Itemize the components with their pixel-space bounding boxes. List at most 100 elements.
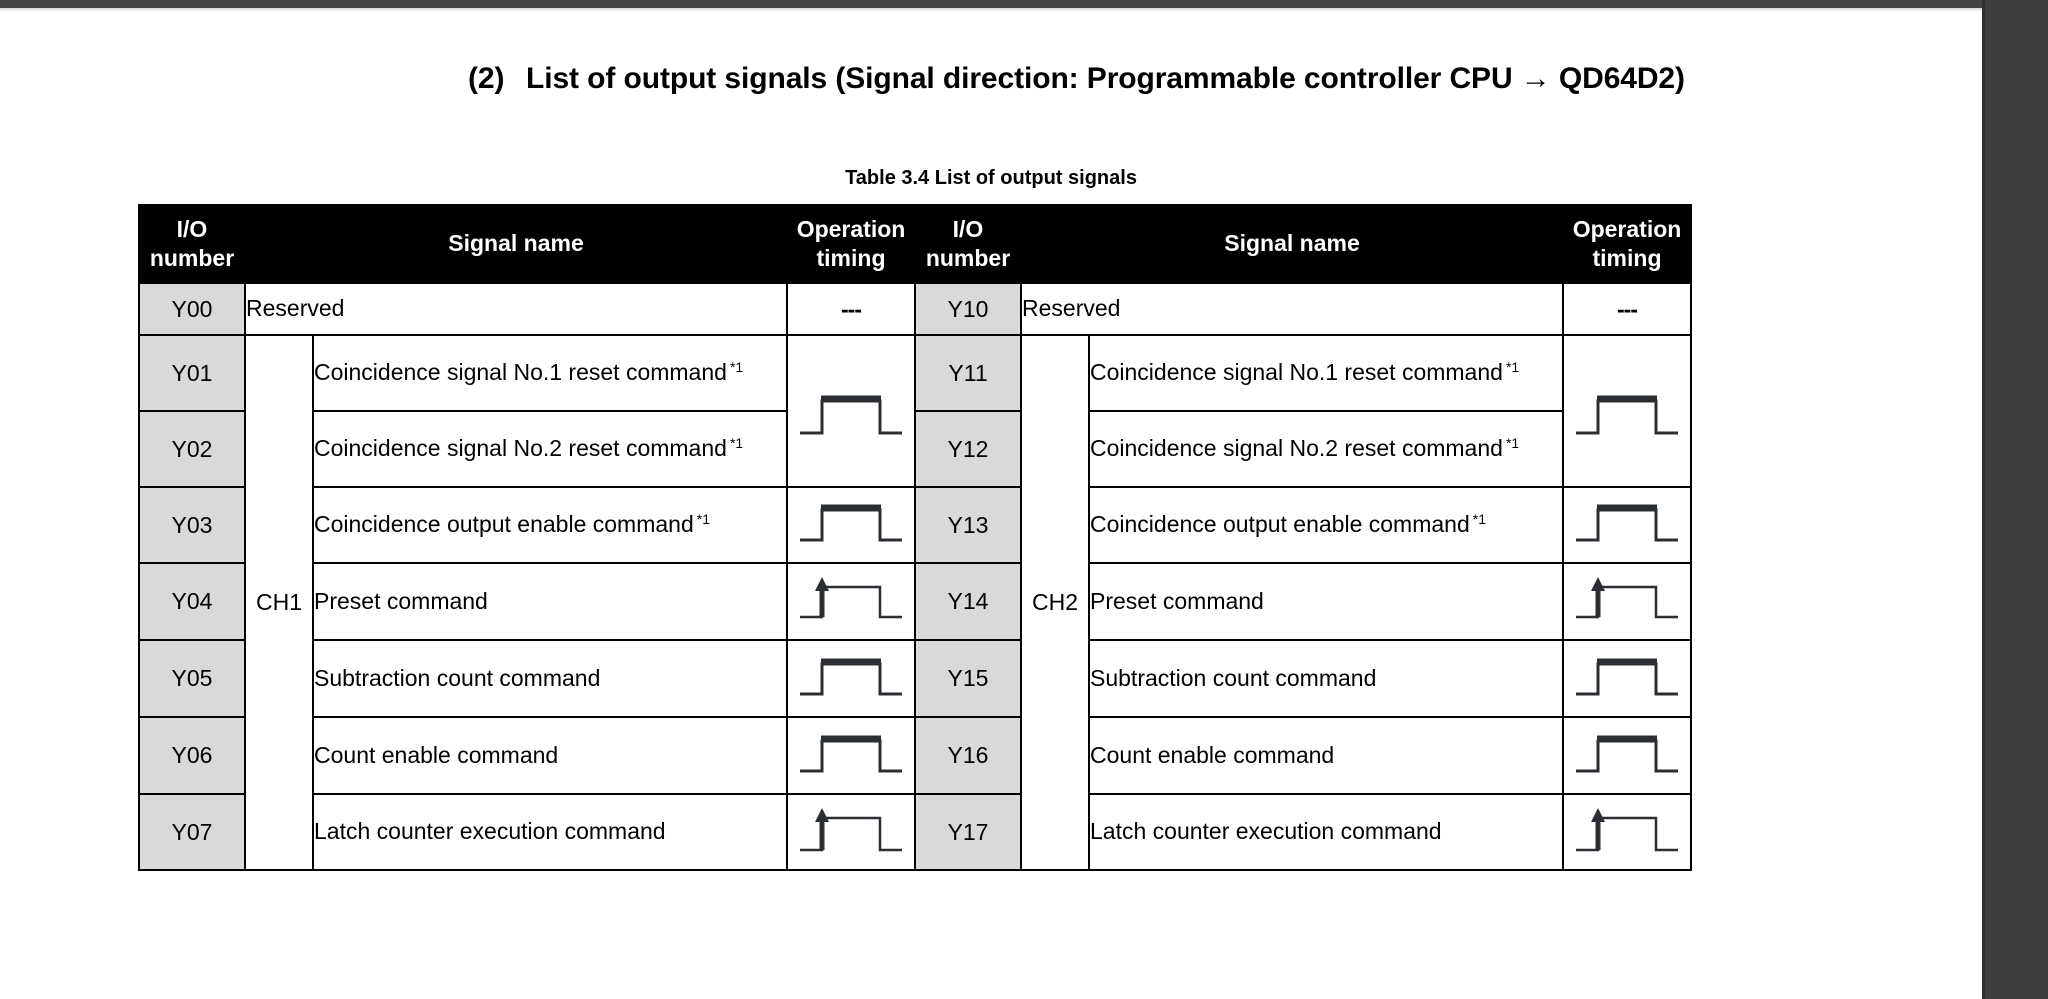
document-page: (2)List of output signals (Signal direct…	[0, 12, 1982, 999]
waveform-rising-edge-arrow-icon	[1576, 576, 1678, 618]
window-top-bar	[0, 0, 2048, 8]
th-op-timing-left-line1: Operation	[796, 215, 906, 242]
signal-name-cell: Preset command	[312, 562, 788, 641]
waveform-pulse-icon	[1576, 735, 1678, 772]
section-heading: (2)List of output signals (Signal direct…	[468, 59, 1798, 98]
footnote-marker: *1	[1472, 510, 1486, 527]
timing-cell	[786, 486, 916, 564]
timing-cell-dash: ---	[1562, 282, 1692, 336]
section-number: (2)	[468, 62, 505, 95]
table-row: Y01 CH1 Coincidence signal No.1 reset co…	[138, 334, 1692, 871]
signal-name-cell: Latch counter execution command	[1088, 793, 1564, 871]
waveform-rising-edge-arrow-icon	[800, 576, 902, 618]
signal-name-text: Coincidence output enable command	[314, 511, 694, 538]
timing-cell	[1562, 793, 1692, 871]
timing-cell-dash: ---	[786, 282, 916, 336]
timing-cell	[786, 334, 916, 488]
viewport-right-gutter-edge	[1982, 0, 1985, 999]
io-cell: Y07	[138, 793, 246, 871]
signal-name-cell: Coincidence signal No.2 reset command*1	[1088, 410, 1564, 488]
footnote-marker: *1	[1505, 358, 1520, 375]
waveform-pulse-icon	[1576, 504, 1678, 542]
io-cell: Y04	[138, 562, 246, 641]
waveform-pulse-icon	[800, 658, 902, 695]
th-io-number-left-line1: I/O	[176, 215, 208, 242]
signal-name-cell: Coincidence signal No.1 reset command*1	[1088, 334, 1564, 412]
timing-cell	[786, 639, 916, 718]
table-row: Y00 Reserved --- Y10 Reserved ---	[138, 282, 1692, 336]
timing-cell	[786, 716, 916, 795]
table-caption: Table 3.4 List of output signals	[845, 167, 1137, 189]
th-operation-timing-left: Operation timing	[786, 204, 916, 284]
th-signal-name-right: Signal name	[1020, 204, 1564, 284]
th-op-timing-right-line1: Operation	[1572, 215, 1682, 242]
signal-name-cell: Coincidence signal No.1 reset command*1	[312, 334, 788, 412]
waveform-pulse-icon	[800, 504, 902, 542]
th-io-number-right: I/O number	[914, 204, 1022, 284]
channel-cell-ch1: CH1	[244, 334, 314, 871]
th-io-number-right-line1: I/O	[952, 215, 984, 242]
timing-cell	[1562, 562, 1692, 641]
io-cell: Y03	[138, 486, 246, 564]
waveform-pulse-icon	[800, 395, 902, 435]
io-cell: Y12	[914, 410, 1022, 488]
io-cell: Y13	[914, 486, 1022, 564]
output-signals-table: I/O number Signal name Operation timing …	[138, 204, 1692, 871]
signal-name-cell: Count enable command	[1088, 716, 1564, 795]
io-cell: Y16	[914, 716, 1022, 795]
table-row: Y03 Coincidence output enable command*1 …	[138, 486, 1692, 564]
table-row: Y07 Latch counter execution command Y17 …	[138, 793, 1692, 871]
signal-name-text: Coincidence signal No.1 reset command	[314, 359, 727, 386]
signal-name-cell: Coincidence output enable command*1	[312, 486, 788, 564]
timing-cell	[1562, 334, 1692, 488]
table-row: Y05 Subtraction count command Y15 Subtra…	[138, 639, 1692, 718]
signal-name-cell: Reserved	[1020, 282, 1564, 336]
footnote-marker: *1	[729, 434, 744, 451]
io-cell: Y06	[138, 716, 246, 795]
io-cell: Y17	[914, 793, 1022, 871]
waveform-rising-edge-arrow-icon	[800, 808, 902, 852]
footnote-marker: *1	[696, 510, 710, 527]
footnote-marker: *1	[729, 358, 744, 375]
table-row: Y04 Preset command Y14 Preset command	[138, 562, 1692, 641]
io-cell: Y11	[914, 334, 1022, 412]
waveform-pulse-icon	[1576, 395, 1678, 435]
table-header-row: I/O number Signal name Operation timing …	[138, 204, 1692, 284]
table-row: Y06 Count enable command Y16 Count enabl…	[138, 716, 1692, 795]
th-io-number-left: I/O number	[138, 204, 246, 284]
signal-name-cell: Subtraction count command	[1088, 639, 1564, 718]
signal-name-cell: Count enable command	[312, 716, 788, 795]
signal-name-text: Coincidence signal No.2 reset command	[1090, 435, 1503, 462]
signal-name-text: Coincidence signal No.2 reset command	[314, 435, 727, 462]
io-cell: Y01	[138, 334, 246, 412]
th-io-number-left-line2: number	[149, 245, 235, 271]
signal-name-cell: Coincidence output enable command*1	[1088, 486, 1564, 564]
waveform-rising-edge-arrow-icon	[1576, 808, 1678, 852]
signal-name-cell: Preset command	[1088, 562, 1564, 641]
top-bar-shadow	[0, 8, 2048, 12]
waveform-pulse-icon	[800, 735, 902, 772]
io-cell: Y02	[138, 410, 246, 488]
table-row: Y02 Coincidence signal No.2 reset comman…	[138, 410, 1691, 488]
viewport-right-gutter	[1982, 0, 2048, 999]
channel-cell-ch2: CH2	[1020, 334, 1090, 871]
th-io-number-right-line2: number	[925, 245, 1011, 271]
timing-cell	[786, 562, 916, 641]
io-cell: Y00	[138, 282, 246, 336]
timing-cell	[1562, 716, 1692, 795]
signal-name-text: Coincidence signal No.1 reset command	[1090, 359, 1503, 386]
io-cell: Y10	[914, 282, 1022, 336]
signal-name-cell: Coincidence signal No.2 reset command*1	[312, 410, 788, 488]
footnote-marker: *1	[1505, 434, 1520, 451]
signal-name-cell: Reserved	[244, 282, 788, 336]
io-cell: Y14	[914, 562, 1022, 641]
timing-cell	[1562, 486, 1692, 564]
th-operation-timing-right: Operation timing	[1562, 204, 1692, 284]
signal-name-cell: Subtraction count command	[312, 639, 788, 718]
io-cell: Y15	[914, 639, 1022, 718]
th-signal-name-left: Signal name	[244, 204, 788, 284]
timing-cell	[786, 793, 916, 871]
timing-cell	[1562, 639, 1692, 718]
signal-name-cell: Latch counter execution command	[312, 793, 788, 871]
